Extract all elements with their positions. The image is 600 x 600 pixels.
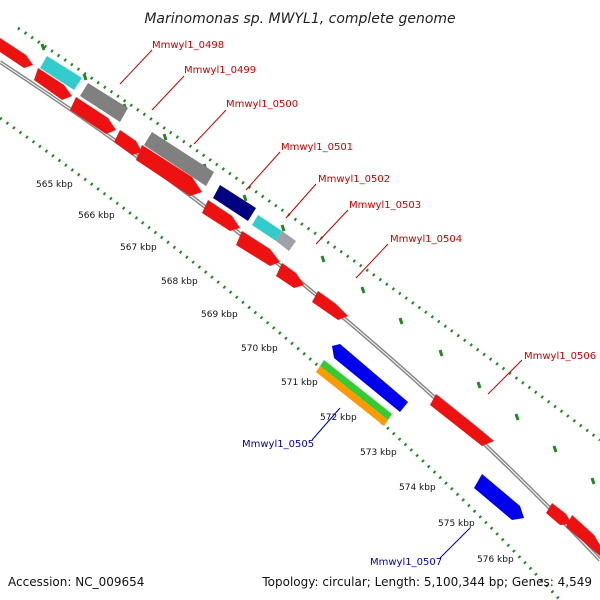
leader-0498 xyxy=(119,49,153,85)
kbp-label-568: 568 kbp xyxy=(161,277,198,287)
outer-major-tick xyxy=(242,194,248,202)
leader-0505 xyxy=(311,407,341,441)
gene-arrow-0503[interactable] xyxy=(276,263,304,288)
cds-block-0501[interactable] xyxy=(213,185,256,221)
gene-arrow-0498[interactable] xyxy=(0,38,33,68)
genome-summary-text: Topology: circular; Length: 5,100,344 bp… xyxy=(261,575,592,589)
outer-major-tick xyxy=(438,349,444,357)
backbone-inner-line xyxy=(0,61,600,561)
gene-arrow-0498-b[interactable] xyxy=(34,68,72,100)
outer-major-tick xyxy=(40,43,46,51)
cds-block-0502a[interactable] xyxy=(252,215,282,241)
gene-labels: Mmwyl1_0498 Mmwyl1_0499 Mmwyl1_0500 Mmwy… xyxy=(152,40,596,568)
gene-label-0501[interactable]: Mmwyl1_0501 xyxy=(281,142,353,153)
kbp-label-570: 570 kbp xyxy=(241,344,278,354)
leader-0503 xyxy=(315,209,349,245)
cds-block-0502b[interactable] xyxy=(276,231,296,251)
gene-label-0499[interactable]: Mmwyl1_0499 xyxy=(184,65,256,76)
outer-major-tick xyxy=(476,381,482,389)
gene-label-0503[interactable]: Mmwyl1_0503 xyxy=(349,200,421,211)
outer-major-tick xyxy=(360,286,366,294)
gene-label-0506[interactable]: Mmwyl1_0506 xyxy=(524,351,596,362)
outer-major-tick xyxy=(82,73,88,81)
backbone-outer-line xyxy=(0,60,600,562)
leader-0501 xyxy=(245,151,281,191)
leader-0499 xyxy=(151,75,185,111)
gene-label-0498[interactable]: Mmwyl1_0498 xyxy=(152,40,224,51)
leader-0502 xyxy=(285,183,317,219)
outer-major-tick xyxy=(162,133,168,141)
kbp-label-574: 574 kbp xyxy=(399,483,436,493)
gene-arrow-0500a[interactable] xyxy=(114,130,142,155)
kbp-label-569: 569 kbp xyxy=(201,310,238,320)
kbp-labels: 565 kbp 566 kbp 567 kbp 568 kbp 569 kbp … xyxy=(36,180,514,565)
outer-dotted-arc xyxy=(17,26,600,442)
kbp-label-572: 572 kbp xyxy=(320,413,357,423)
kbp-label-575: 575 kbp xyxy=(438,519,475,529)
forward-features xyxy=(0,38,600,556)
cds-block-0500[interactable] xyxy=(144,132,214,186)
kbp-label-576: 576 kbp xyxy=(477,555,514,565)
reverse-features xyxy=(316,344,524,520)
gene-arrow-0499[interactable] xyxy=(70,97,116,134)
leader-0504 xyxy=(355,243,389,279)
inner-dotted-arc xyxy=(0,116,562,600)
outer-major-tick xyxy=(552,445,558,453)
outer-major-tick xyxy=(320,255,326,263)
kbp-label-566: 566 kbp xyxy=(78,211,115,221)
outer-major-tick xyxy=(590,477,596,485)
outer-major-tick xyxy=(514,413,520,421)
outer-major-tick xyxy=(398,317,404,325)
gene-arrow-0507[interactable] xyxy=(474,474,524,520)
gene-label-0504[interactable]: Mmwyl1_0504 xyxy=(390,234,462,245)
cds-block-0505-orange[interactable] xyxy=(316,366,388,426)
gene-arrow-0505-blue[interactable] xyxy=(332,344,408,412)
gene-label-0500[interactable]: Mmwyl1_0500 xyxy=(226,99,298,110)
cds-block-0498[interactable] xyxy=(40,56,82,90)
map-title: Marinomonas sp. MWYL1, complete genome xyxy=(144,11,455,27)
gene-arrow-0506[interactable] xyxy=(430,394,494,446)
kbp-label-573: 573 kbp xyxy=(360,448,397,458)
gene-arrow-0504[interactable] xyxy=(312,291,348,320)
outer-major-tick xyxy=(280,224,286,232)
gene-arrow-0501[interactable] xyxy=(202,200,240,231)
gene-arrow-0502[interactable] xyxy=(236,231,280,266)
gene-arrow-0500[interactable] xyxy=(136,145,202,196)
gene-label-0505[interactable]: Mmwyl1_0505 xyxy=(242,439,314,450)
leader-0506 xyxy=(487,359,523,395)
outer-tick-ring xyxy=(17,26,600,442)
cds-block-0499[interactable] xyxy=(80,83,128,122)
gene-label-0507[interactable]: Mmwyl1_0507 xyxy=(370,557,442,568)
cds-block-0505-green[interactable] xyxy=(320,360,392,420)
kbp-label-571: 571 kbp xyxy=(281,378,318,388)
inner-tick-ring xyxy=(0,116,562,600)
accession-text: Accession: NC_009654 xyxy=(8,575,144,589)
gene-label-0502[interactable]: Mmwyl1_0502 xyxy=(318,174,390,185)
leader-0507 xyxy=(439,527,471,559)
kbp-label-567: 567 kbp xyxy=(120,243,157,253)
leader-lines xyxy=(119,49,523,559)
kbp-label-565: 565 kbp xyxy=(36,180,73,190)
gene-arrow-0508[interactable] xyxy=(546,503,572,525)
gene-arrow-0509[interactable] xyxy=(566,515,600,556)
genome-backbone xyxy=(0,60,600,562)
leader-0500 xyxy=(193,109,227,145)
